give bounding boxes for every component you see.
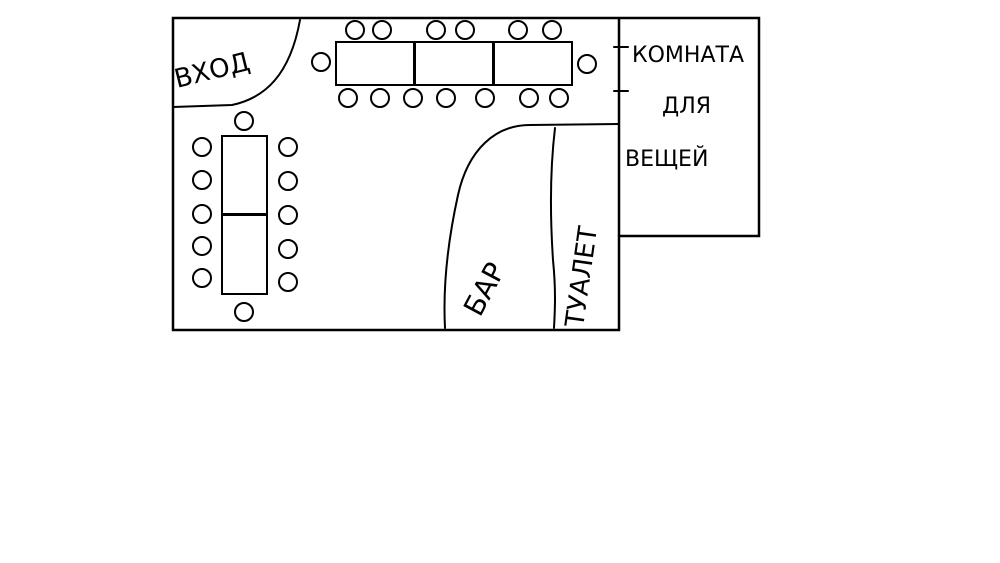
chair	[475, 88, 495, 108]
left-table-group	[192, 111, 298, 322]
chair	[278, 205, 298, 225]
entrance-boundary	[172, 19, 301, 108]
storage-label-line1: КОМНАТА	[632, 43, 744, 68]
chair	[508, 20, 528, 40]
chair	[278, 239, 298, 259]
entrance-label: ВХОД	[171, 47, 252, 95]
chair	[278, 272, 298, 292]
table	[335, 41, 415, 86]
chair	[234, 111, 254, 131]
chair	[426, 20, 446, 40]
chair	[577, 54, 597, 74]
chair	[436, 88, 456, 108]
chair	[455, 20, 475, 40]
toilet-wall-curve	[549, 127, 556, 329]
chair	[549, 88, 569, 108]
storage-label-line2: ДЛЯ	[662, 94, 711, 119]
chair	[542, 20, 562, 40]
table	[221, 214, 268, 295]
chair	[338, 88, 358, 108]
top-table-group	[311, 20, 597, 108]
table	[414, 41, 494, 86]
chair	[192, 204, 212, 224]
chair	[370, 88, 390, 108]
chair	[345, 20, 365, 40]
chair	[234, 302, 254, 322]
chair	[278, 137, 298, 157]
chair	[192, 137, 212, 157]
chair	[192, 170, 212, 190]
bar-label: БАР	[457, 257, 512, 321]
chair	[372, 20, 392, 40]
chair	[311, 52, 331, 72]
table	[221, 135, 268, 215]
chair	[403, 88, 423, 108]
bar-counter-curve	[443, 123, 620, 329]
toilet-label: ТУАЛЕТ	[560, 224, 604, 330]
chair	[192, 268, 212, 288]
chair	[519, 88, 539, 108]
chair	[192, 236, 212, 256]
table	[493, 41, 573, 86]
storage-label-line3: ВЕЩЕЙ	[625, 146, 708, 172]
chair	[278, 171, 298, 191]
